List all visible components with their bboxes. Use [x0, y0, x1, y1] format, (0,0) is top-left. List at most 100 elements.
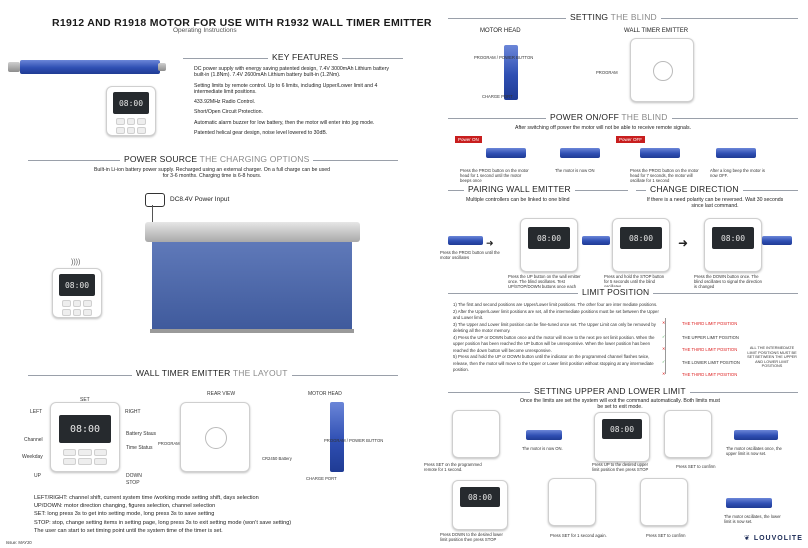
lcd-display: 08:00 — [620, 227, 662, 249]
motor-image — [640, 148, 680, 158]
issue-label: Issue: MAY20 — [6, 540, 32, 545]
label-stop: STOP — [126, 480, 140, 486]
lcd-display: 08:00 — [460, 487, 500, 507]
label-battery-type: CR2450 Battery — [262, 456, 292, 461]
remote-rear-view — [180, 402, 250, 472]
upper-step-caption: Press SET on the programmed remote for 1… — [424, 462, 482, 472]
limit-label: THE LOWER LIMIT POSITION — [682, 360, 740, 365]
label-up: UP — [34, 473, 41, 479]
motor-image — [526, 430, 562, 440]
signal-icon: )))) — [71, 259, 81, 266]
key-features-list: DC power supply with energy saving paten… — [194, 66, 394, 136]
page-subtitle: Operating Instructions — [173, 27, 237, 34]
wall-timer-remote: 08:00 — [520, 218, 578, 272]
page-title: R1912 AND R1918 MOTOR FOR USE WITH R1932… — [52, 17, 432, 29]
feature-item: 433.92MHz Radio Control. — [194, 99, 256, 106]
power-onoff-sub: After switching off power the motor will… — [515, 125, 692, 131]
limit-note: 2) After the Upper/Lower limit positions… — [453, 308, 659, 321]
check-icon: ✓ — [662, 334, 666, 339]
feature-item: DC power supply with energy saving paten… — [194, 66, 389, 79]
blind-bottom-bar — [150, 329, 354, 333]
power-off-status: After a long beep the motor is now OFF. — [710, 168, 765, 178]
lower-step-caption: Press SET for 1 second again. — [550, 533, 607, 538]
motor-image — [486, 148, 526, 158]
upper-step-caption: Press SET to confirm — [676, 464, 716, 469]
motor-image — [762, 236, 792, 245]
label-right: RIGHT — [125, 409, 141, 415]
label-weekday: Weekday — [22, 454, 43, 460]
motor-image — [726, 498, 772, 508]
layout-heading: WALL TIMER EMITTER THE LAYOUT — [132, 368, 292, 378]
lcd-display: 08:00 — [712, 227, 754, 249]
wall-timer-remote: 08:00 — [594, 412, 650, 462]
limit-note: 1) The first and second positions are Up… — [453, 302, 658, 307]
upper-step-caption: The motor oscillates once, the upper lim… — [726, 446, 782, 456]
motor-image — [560, 148, 600, 158]
label-program-power: PROGRAM / POWER BUTTON — [324, 438, 384, 443]
cross-icon: ✕ — [662, 346, 666, 351]
lcd-display: 08:00 — [528, 227, 570, 249]
rear-view-label: REAR VIEW — [207, 391, 236, 397]
wall-timer-label: WALL TIMER EMITTER — [624, 28, 689, 34]
check-icon: ✓ — [662, 359, 666, 364]
power-on-status: The motor is now ON — [555, 168, 595, 173]
upper-step-caption: Press UP to the desired upper limit posi… — [592, 462, 649, 472]
remote-rear-view — [664, 410, 712, 458]
label-left: LEFT — [30, 409, 43, 415]
lower-step-caption: Press DOWN to the desired lower limit po… — [440, 532, 503, 542]
desc-line: The user can start to set timing point u… — [34, 527, 223, 534]
remote-rear-view — [452, 410, 500, 458]
power-onoff-heading: POWER ON/OFF THE BLIND — [546, 112, 672, 122]
limit-diagram — [665, 318, 676, 374]
change-direction-heading: CHANGE DIRECTION — [646, 184, 743, 194]
remote-rear-view — [630, 38, 694, 102]
limit-position-heading: LIMIT POSITION — [578, 287, 654, 297]
desc-line: UP/DOWN: motor direction changing, figur… — [34, 503, 216, 510]
motor-image — [330, 402, 344, 472]
limit-notes: 1) The first and second positions are Up… — [453, 302, 663, 374]
change-direction-sub: If there is a need polarity can be rever… — [646, 197, 784, 210]
lcd-display: 08:00 — [602, 419, 642, 439]
pairing-step1: Press the PROG button until the motor os… — [440, 250, 500, 260]
label-program-power: PROGRAM / POWER BUTTON — [474, 55, 534, 60]
wall-timer-remote: 08:00 — [612, 218, 670, 272]
label-program: PROGRAM — [158, 441, 180, 446]
desc-line: SET: long press 3s to get into setting m… — [34, 511, 215, 518]
power-on-text: Press the PROG button on the motor head … — [460, 168, 529, 183]
leaf-icon: ❦ — [744, 535, 754, 542]
upper-step-caption: The motor is now ON. — [522, 446, 563, 451]
label-set: SET — [80, 397, 90, 403]
wall-timer-remote-layout: 08:00 — [50, 402, 120, 472]
direction-step1: Press and hold the STOP button for 5 sec… — [604, 274, 665, 289]
power-source-text: Built-in Li-ion battery power supply. Re… — [93, 167, 331, 180]
setting-blind-heading: SETTING THE BLIND — [566, 12, 661, 22]
pairing-step2: Press the UP button on the wall emitter … — [508, 274, 581, 289]
desc-line: STOP: stop, change setting items in sett… — [34, 519, 292, 526]
label-channel: Channel — [24, 437, 43, 443]
dc-input-label: DC8.4V Power Input — [170, 196, 230, 203]
dc-plug-icon — [145, 193, 165, 207]
lower-step-caption: The motor oscillates, the lower limit is… — [724, 514, 781, 524]
battery-slot — [205, 427, 227, 449]
motor-head-label: MOTOR HEAD — [480, 28, 521, 34]
limit-label: THE THIRD LIMIT POSITION — [682, 372, 738, 377]
direction-step2: Press the DOWN button once. The blind os… — [694, 274, 762, 289]
wall-timer-remote: 08:00 — [704, 218, 762, 272]
lcd-display: 08:00 — [59, 274, 95, 296]
button-descriptions: LEFT/RIGHT: channel shift, current syste… — [34, 494, 394, 535]
remote-rear-view — [548, 478, 596, 526]
motor-image — [716, 148, 756, 158]
label-program: PROGRAM — [596, 70, 618, 75]
power-off-text: Press the PROG button on the motor head … — [630, 168, 699, 183]
limit-label: THE THIRD LIMIT POSITION — [682, 347, 738, 352]
wall-timer-remote: 08:00 — [106, 86, 156, 136]
brand-logo: ❦ LOUVOLITE — [744, 535, 803, 542]
feature-item: Setting limits by remote control. Up to … — [194, 82, 378, 95]
motor-image — [8, 60, 166, 74]
battery-slot — [653, 61, 673, 81]
remote-rear-view — [640, 478, 688, 526]
limit-label: THE THIRD LIMIT POSITION — [682, 321, 738, 326]
cross-icon: ✕ — [662, 320, 666, 325]
feature-item: Short/Open Circuit Protection. — [194, 109, 263, 116]
lcd-display: 08:00 — [59, 415, 111, 443]
